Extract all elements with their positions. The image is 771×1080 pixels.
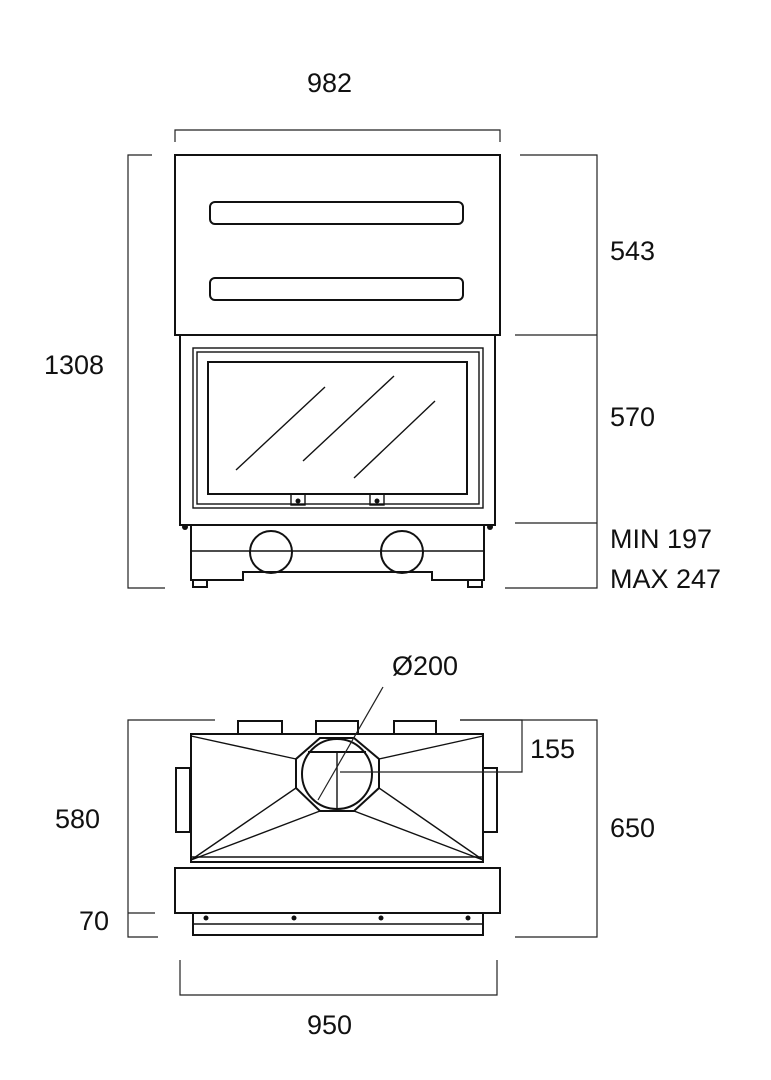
dimension-width-982: 982 xyxy=(307,68,353,98)
dimension-flue-offset: 155 xyxy=(530,734,576,764)
dimension-depth-650: 650 xyxy=(610,813,656,843)
dimension-base-max: MAX 247 xyxy=(610,564,722,594)
door-frame-inner xyxy=(196,351,480,505)
glass-reflection xyxy=(302,375,395,462)
collar xyxy=(315,720,359,735)
dimension-upper-543: 543 xyxy=(610,236,656,266)
air-inlet xyxy=(380,530,424,574)
upper-casing xyxy=(174,154,501,336)
glass-reflection xyxy=(235,386,326,471)
side-collar xyxy=(175,767,191,833)
collar xyxy=(237,720,283,735)
glass xyxy=(207,361,468,495)
front-dimensions xyxy=(127,129,598,589)
dimension-door-570: 570 xyxy=(610,402,656,432)
door-latch xyxy=(369,493,385,506)
vent-slot xyxy=(209,277,464,301)
side-collar xyxy=(482,767,498,833)
door-latch xyxy=(290,493,306,506)
air-inlet xyxy=(249,530,293,574)
collar xyxy=(393,720,437,735)
dimension-height-1308: 1308 xyxy=(44,350,105,380)
dimension-width-950: 950 xyxy=(307,1010,353,1040)
foot xyxy=(467,579,483,588)
front-box xyxy=(174,867,501,914)
dimension-base-min: MIN 197 xyxy=(610,524,713,554)
dimension-flue-diameter: Ø200 xyxy=(392,651,459,681)
top-dimensions xyxy=(127,686,598,996)
dimension-depth-580: 580 xyxy=(55,804,101,834)
vent-slot xyxy=(209,201,464,225)
foot xyxy=(192,579,208,588)
dimension-depth-70: 70 xyxy=(79,906,110,936)
base xyxy=(190,525,485,581)
door-section xyxy=(179,334,496,526)
glass-reflection xyxy=(353,400,436,479)
top-view xyxy=(174,720,501,936)
door-frame xyxy=(192,347,484,509)
flue-circle xyxy=(301,738,373,810)
body xyxy=(190,733,484,863)
front-view xyxy=(174,154,501,588)
